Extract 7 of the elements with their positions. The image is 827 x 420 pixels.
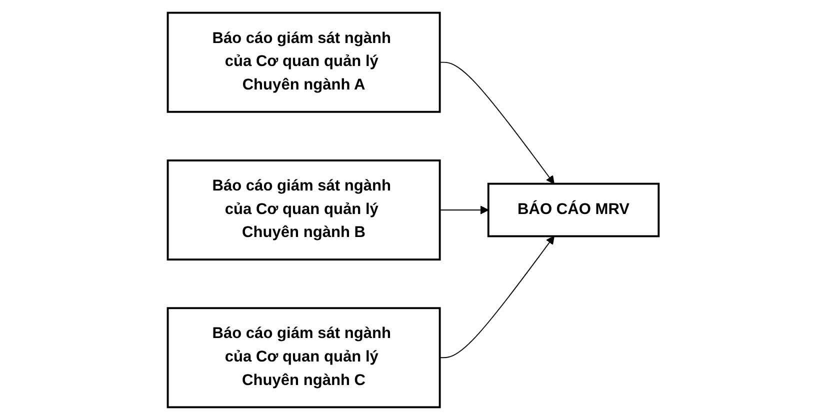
- node-box: Báo cáo giám sát ngành của Cơ quan quản lý Chuyên ngành A: [167, 12, 442, 113]
- arrow: [440, 236, 555, 358]
- node-box: Báo cáo giám sát ngành của Cơ quan quản lý Chuyên ngành C: [167, 307, 442, 408]
- arrow: [440, 62, 555, 184]
- node-box: BÁO CÁO MRV: [488, 182, 660, 238]
- arrow: [440, 206, 490, 214]
- node-box: Báo cáo giám sát ngành của Cơ quan quản lý Chuyên ngành B: [167, 159, 442, 261]
